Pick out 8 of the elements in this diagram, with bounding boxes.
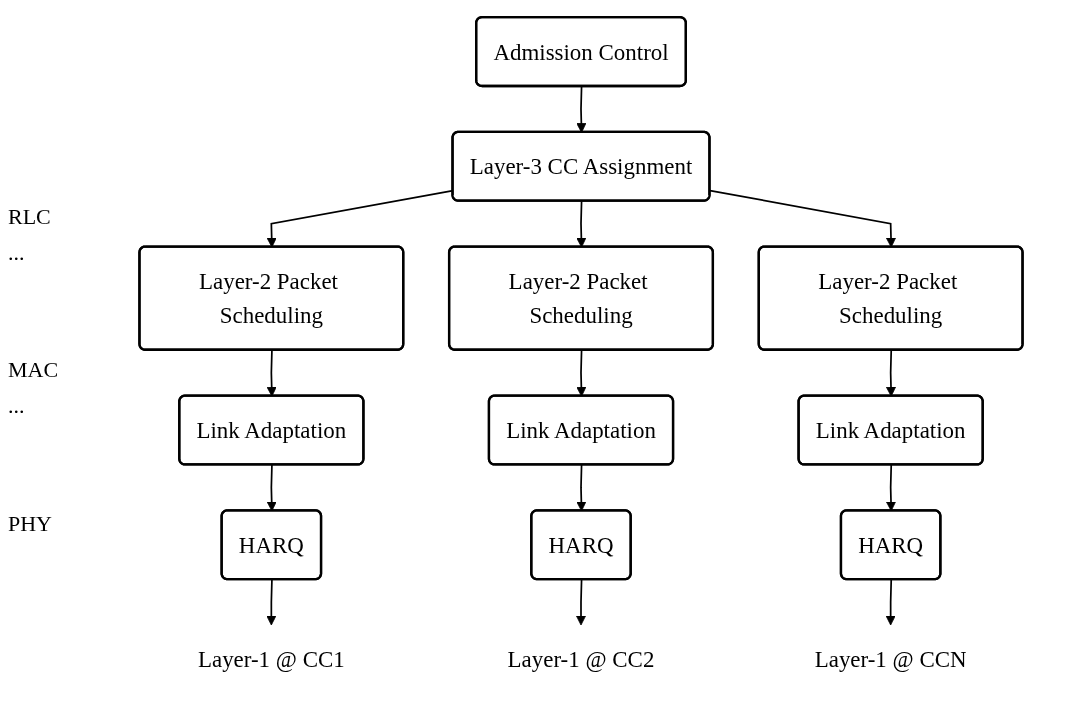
node-text: Layer-1 @ CC1 [197,646,345,673]
node-text: Layer-1 @ CC2 [507,646,655,673]
layer-label: PHY [8,511,53,538]
layer-label: MAC [8,357,60,384]
layer-label: RLC [8,203,52,230]
node-text: Layer-1 @ CCN [814,646,967,673]
layer-label: ... [8,393,26,420]
layer-label: ... [8,239,26,266]
